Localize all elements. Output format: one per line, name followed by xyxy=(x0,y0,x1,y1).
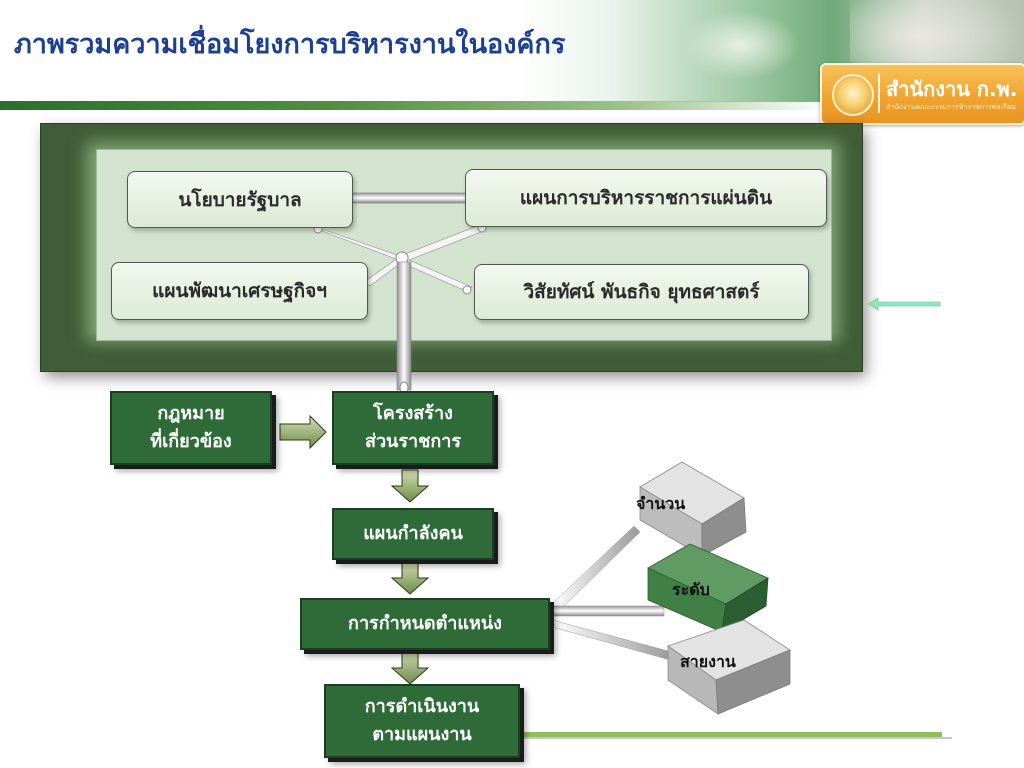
position-determination-box: การกำหนดตำแหน่ง xyxy=(300,598,550,650)
national-administration-plan-box: แผนการบริหารราชการแผ่นดิน xyxy=(465,169,827,227)
connector-pipe xyxy=(551,605,665,617)
connector-node xyxy=(462,285,472,295)
cube-level xyxy=(647,543,769,633)
connector-ray xyxy=(363,257,403,287)
cube-level-label: ระดับ xyxy=(672,580,710,599)
related-law-box: กฎหมาย ที่เกี่ยวข้อง xyxy=(110,391,272,465)
logo-separator xyxy=(878,73,880,113)
government-policy-box: นโยบายรัฐบาล xyxy=(127,171,353,228)
box-line: ตามแผนงาน xyxy=(372,724,472,745)
right-arrow-icon xyxy=(279,414,327,450)
box-line: ที่เกี่ยวข้อง xyxy=(150,431,232,452)
box-line: โครงสร้าง xyxy=(373,403,453,425)
left-arrow-icon xyxy=(867,297,941,311)
seal-icon xyxy=(832,74,874,116)
box-line: การดำเนินงาน xyxy=(364,696,480,718)
cube-number-label: จำนวน xyxy=(636,494,686,513)
connector-pipe xyxy=(396,261,412,391)
economic-development-plan-box: แผนพัฒนาเศรษฐกิจฯ xyxy=(111,262,368,320)
connector-ray xyxy=(551,525,641,611)
down-arrow-icon xyxy=(390,560,430,595)
box-line: กฎหมาย xyxy=(157,403,225,425)
photo-highlight xyxy=(680,10,800,80)
logo-name: สำนักงาน ก.พ. xyxy=(886,77,1018,101)
connector-ray xyxy=(315,226,405,263)
page-title: ภาพรวมความเชื่อมโยงการบริหารงานในองค์กร xyxy=(14,29,566,60)
header-divider xyxy=(0,101,830,110)
box-line: ส่วนราชการ xyxy=(364,431,462,452)
down-arrow-icon xyxy=(390,469,430,503)
footer-line-shadow xyxy=(518,737,952,739)
plan-operation-box: การดำเนินงาน ตามแผนงาน xyxy=(324,684,520,758)
government-structure-box: โครงสร้าง ส่วนราชการ xyxy=(332,391,494,465)
footer-line xyxy=(518,732,942,737)
connector-ray xyxy=(551,619,673,661)
header-background-photo xyxy=(520,0,1024,102)
manpower-plan-box: แผนกำลังคน xyxy=(332,508,494,560)
vision-mission-strategy-box: วิสัยทัศน์ พันธกิจ ยุทธศาสตร์ xyxy=(474,264,809,320)
connector-pipe xyxy=(351,192,467,204)
cube-line-label: สายงาน xyxy=(680,652,736,671)
cube-line xyxy=(667,619,791,715)
cube-number xyxy=(639,461,747,557)
down-arrow-icon xyxy=(390,649,430,685)
logo-subtitle: สำนักงานคณะกรรมการข้าราชการพลเรือน xyxy=(886,103,1016,111)
connector-ray xyxy=(399,224,487,263)
ocsc-logo: สำนักงาน ก.พ. สำนักงานคณะกรรมการข้าราชกา… xyxy=(820,63,1024,125)
